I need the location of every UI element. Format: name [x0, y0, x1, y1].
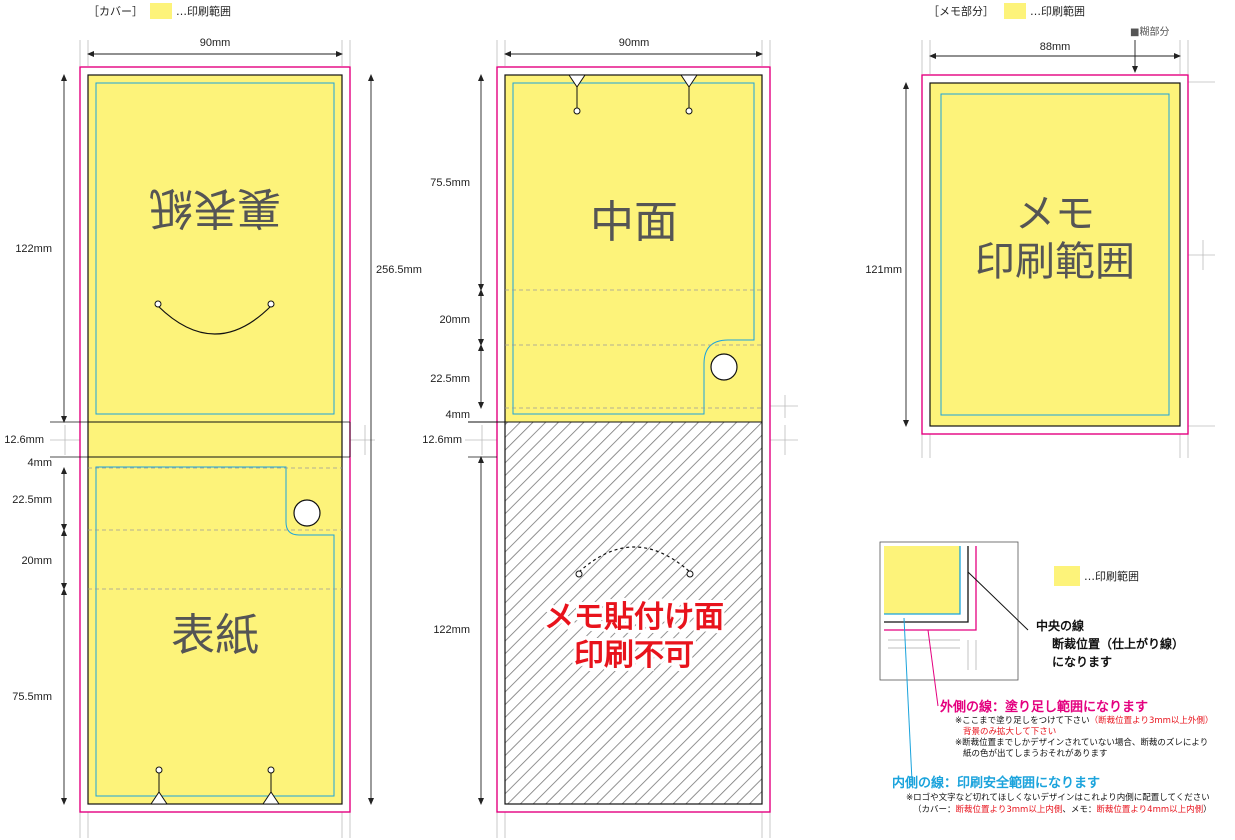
cover-h755-dim: 75.5mm	[12, 691, 52, 703]
legend-print-text: …印刷範囲	[1084, 569, 1139, 583]
memo-width-dim: 88mm	[1040, 41, 1071, 53]
memo-crop-marks	[921, 40, 1215, 458]
cover-total-dim: 256.5mm	[376, 264, 422, 276]
legend-inner-note2b: 断裁位置より3mm以上内側	[956, 804, 1063, 815]
inner-h122-dim: 122mm	[433, 624, 470, 636]
cover-h122-dim: 122mm	[15, 243, 52, 255]
memo-legend-swatch	[1004, 3, 1026, 19]
inner-panel: 中面 メモ貼付け面 印刷不可 90mm 75.5mm 20mm 22.5mm 4…	[422, 37, 798, 838]
inner-h755-dim: 75.5mm	[430, 177, 470, 189]
memo-height-dim: 121mm	[865, 264, 902, 276]
inner-h126-dim: 12.6mm	[422, 434, 462, 446]
legend-inner-note2d: 断裁位置より4mm以上内側	[1096, 804, 1203, 815]
memo-panel: ［メモ部分］ …印刷範囲 ■糊部分 メモ 印刷範囲 88mm 121mm	[865, 3, 1215, 458]
inner-h20-dim: 20mm	[439, 314, 470, 326]
cover-h126-dim: 12.6mm	[4, 434, 44, 446]
cover-width-dim: 90mm	[200, 37, 231, 49]
svg-text:（カバー：断裁位置より3mm以上内側、メモ：断裁位置より4m: （カバー：断裁位置より3mm以上内側、メモ：断裁位置より4mm以上内側）	[913, 804, 1212, 815]
cover-smile-cut	[157, 305, 272, 335]
legend-outer-note1a: ※ここまで塗り足しをつけて下さい	[955, 715, 1090, 726]
glue-label: ■糊部分	[1130, 25, 1169, 38]
cover-legend-text: …印刷範囲	[176, 4, 231, 18]
inner-smile-cut	[578, 546, 691, 573]
legend-center-line1: 断裁位置（仕上がり線）	[1052, 636, 1184, 651]
inner-h4-dim: 4mm	[446, 409, 470, 421]
cover-h20-dim: 20mm	[21, 555, 52, 567]
legend-outer-note4: 紙の色が出てしまうおそれがあります	[963, 748, 1108, 759]
legend-outer-title: 外側の線：塗り足し範囲になります	[939, 699, 1148, 715]
legend-outer-note3: ※断裁位置までしかデザインされていない場合、断裁のズレにより	[955, 737, 1208, 748]
cover-punch-hole	[293, 499, 321, 527]
back-cover-label: 裏表紙	[149, 182, 281, 233]
svg-text:※ここまで塗り足しをつけて下さい（断裁位置より3mm以上外側: ※ここまで塗り足しをつけて下さい（断裁位置より3mm以上外側）	[955, 715, 1213, 726]
inner-width-dim: 90mm	[619, 37, 650, 49]
cover-notches	[150, 766, 280, 805]
cover-panel: ［カバー］ …印刷範囲	[4, 3, 422, 838]
cover-legend-swatch	[150, 3, 172, 19]
no-print-label: 印刷不可	[574, 638, 694, 673]
memo-label-line1: メモ	[1015, 191, 1095, 237]
line-legend: …印刷範囲 中央の線 断裁位置（仕上がり線） になります 外側の線：塗り足し範囲…	[879, 541, 1213, 815]
legend-outer-note2: 背景のみ拡大して下さい	[963, 726, 1056, 737]
legend-inner-note2e: ）	[1203, 804, 1212, 815]
memo-legend-text: …印刷範囲	[1030, 4, 1085, 18]
inner-punch-hole	[710, 353, 738, 381]
cover-h4-dim: 4mm	[28, 457, 52, 469]
inner-label: 中面	[590, 197, 678, 248]
cover-h225-dim: 22.5mm	[12, 494, 52, 506]
memo-label-line2: 印刷範囲	[975, 239, 1135, 285]
front-cover-label: 表紙	[171, 610, 259, 661]
inner-h225-dim: 22.5mm	[430, 373, 470, 385]
memo-attach-label: メモ貼付け面	[544, 600, 724, 635]
legend-inner-title: 内側の線：印刷安全範囲になります	[892, 775, 1100, 791]
inner-notches	[568, 74, 698, 115]
memo-header: ［メモ部分］	[928, 4, 994, 18]
legend-outer-note1b: （断裁位置より3mm以上外側）	[1090, 715, 1214, 726]
legend-inner-note2c: 、メモ：	[1062, 805, 1096, 815]
legend-inner-note2a: （カバー：	[913, 804, 956, 815]
legend-inner-note1: ※ロゴや文字など切れてほしくないデザインはこれより内側に配置してください	[906, 792, 1210, 803]
cover-header: ［カバー］	[88, 5, 143, 18]
legend-print-swatch	[1054, 566, 1080, 586]
legend-center-title: 中央の線	[1036, 618, 1084, 633]
legend-center-line2: になります	[1052, 655, 1112, 669]
